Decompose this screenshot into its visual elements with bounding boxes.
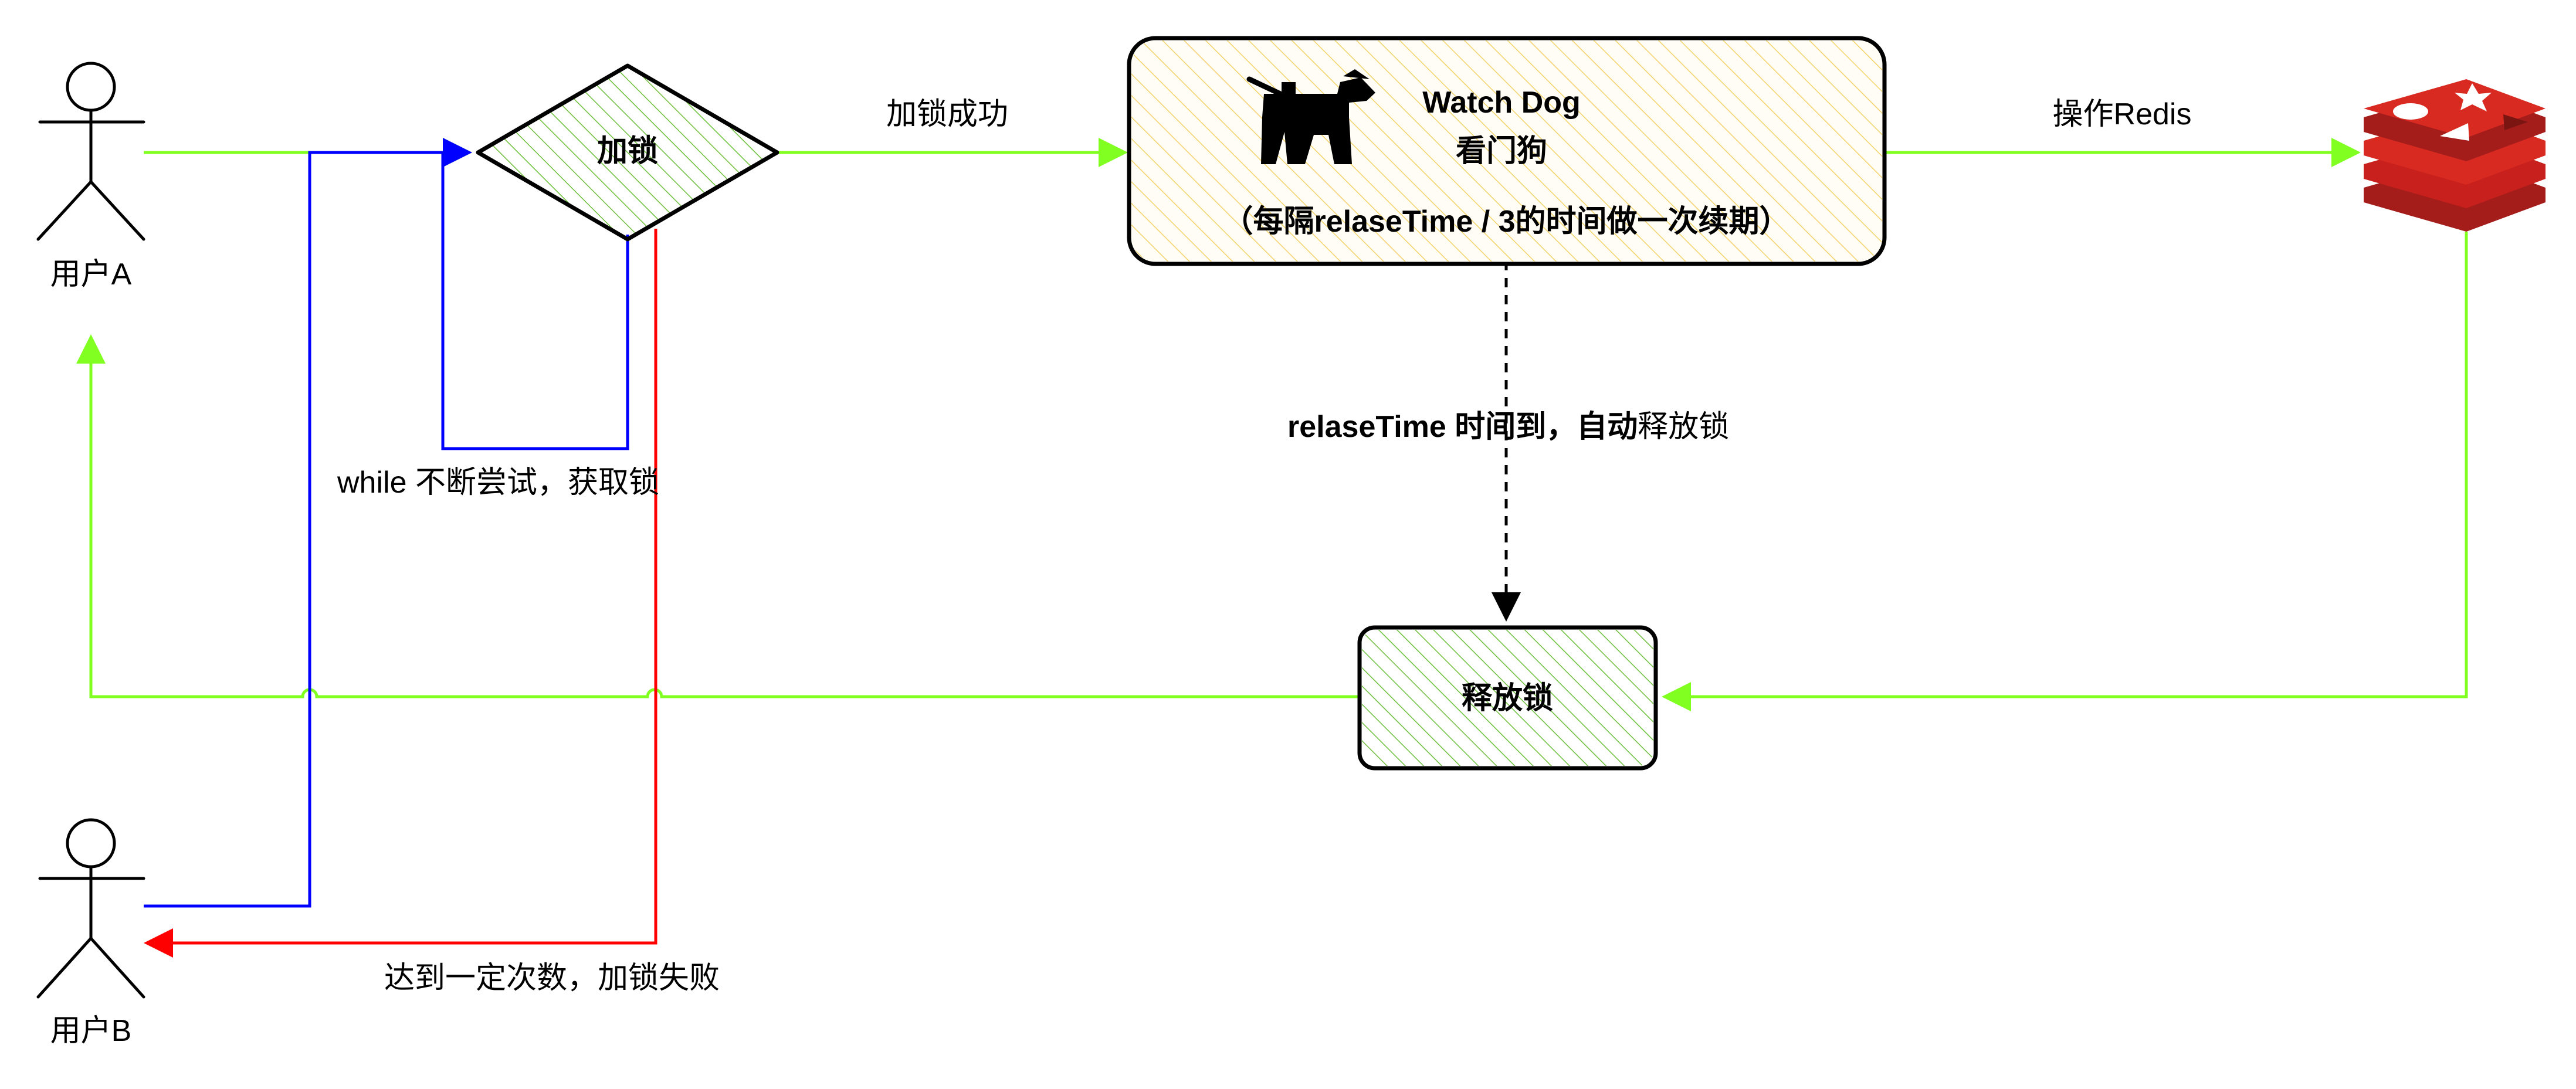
retry-loop-label: while 不断尝试，获取锁 xyxy=(337,466,659,500)
edge-release-to-user-a xyxy=(76,334,1360,698)
watchdog-node: Watch Dog 看门狗 （每隔relaseTime / 3的时间做一次续期） xyxy=(1127,36,1887,266)
dog-on-leash-icon xyxy=(1246,69,1375,164)
edge-lock-failed xyxy=(144,229,657,958)
user-a-label: 用户A xyxy=(50,257,132,291)
auto-release-plain-label: 释放锁 xyxy=(1638,410,1729,444)
edge-retry-loop xyxy=(441,152,629,450)
lock-failed-label: 达到一定次数，加锁失败 xyxy=(384,961,720,995)
edge-user-b-to-lock xyxy=(144,138,472,908)
actor-user-a xyxy=(36,62,145,241)
operate-redis-label: 操作Redis xyxy=(2053,97,2192,131)
lock-success-label: 加锁成功 xyxy=(886,97,1008,131)
edge-redis-to-release xyxy=(1662,232,2468,711)
user-b-label: 用户B xyxy=(50,1014,132,1048)
lock-decision-label: 加锁 xyxy=(597,134,658,168)
actor-user-b xyxy=(36,818,145,999)
release-lock-label: 释放锁 xyxy=(1462,681,1553,715)
watchdog-title: Watch Dog xyxy=(1422,86,1581,120)
auto-release-bold-label: relaseTime 时间到，自动 xyxy=(1287,410,1638,444)
watchdog-subtitle: 看门狗 xyxy=(1456,134,1547,168)
user-a-head-icon xyxy=(66,62,116,112)
release-lock-node: 释放锁 xyxy=(1357,625,1658,771)
fail-flow xyxy=(144,229,657,958)
watchdog-note: （每隔relaseTime / 3的时间做一次续期） xyxy=(1222,205,1789,239)
user-b-head-icon xyxy=(66,818,116,869)
redis-logo-icon xyxy=(2364,79,2546,232)
retry-flow xyxy=(144,138,629,908)
auto-release-label: relaseTime 时间到，自动释放锁 xyxy=(1287,410,1729,444)
success-flow xyxy=(76,138,2468,711)
lock-decision-node: 加锁 xyxy=(476,63,779,242)
